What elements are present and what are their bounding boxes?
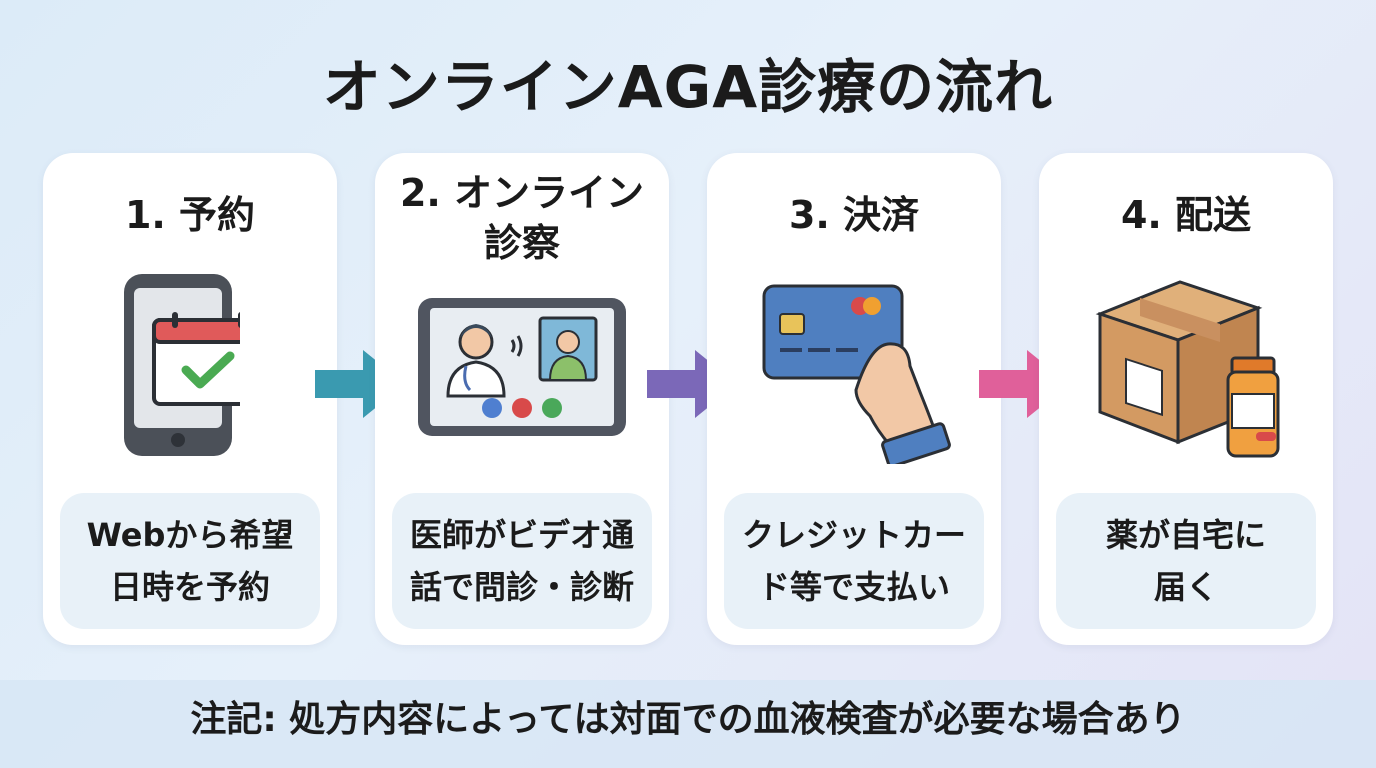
step-desc-online-consultation: 医師がビデオ通 話で問診・診断 <box>392 493 652 629</box>
step-desc-reservation: Webから希望 日時を予約 <box>60 493 320 629</box>
step-title-reservation: 1. 予約 <box>124 193 256 237</box>
smartphone-calendar-check-icon <box>124 274 240 456</box>
step-desc-delivery: 薬が自宅に 届く <box>1056 493 1316 629</box>
step-title-online-consultation: 2. オンライン 診察 <box>399 171 645 265</box>
tablet-video-call-icon <box>418 298 626 436</box>
step-title-payment: 3. 決済 <box>788 193 920 237</box>
page-title: オンラインAGA診療の流れ <box>322 53 1054 121</box>
hand-credit-card-icon <box>762 284 951 464</box>
step-desc-payment: クレジットカー ド等で支払い <box>724 493 984 629</box>
note-text: 注記: 処方内容によっては対面での血液検査が必要な場合あり <box>190 699 1186 740</box>
package-medicine-bottle-icon <box>1095 280 1280 458</box>
note-bar <box>0 680 1376 768</box>
step-title-delivery: 4. 配送 <box>1120 193 1252 237</box>
